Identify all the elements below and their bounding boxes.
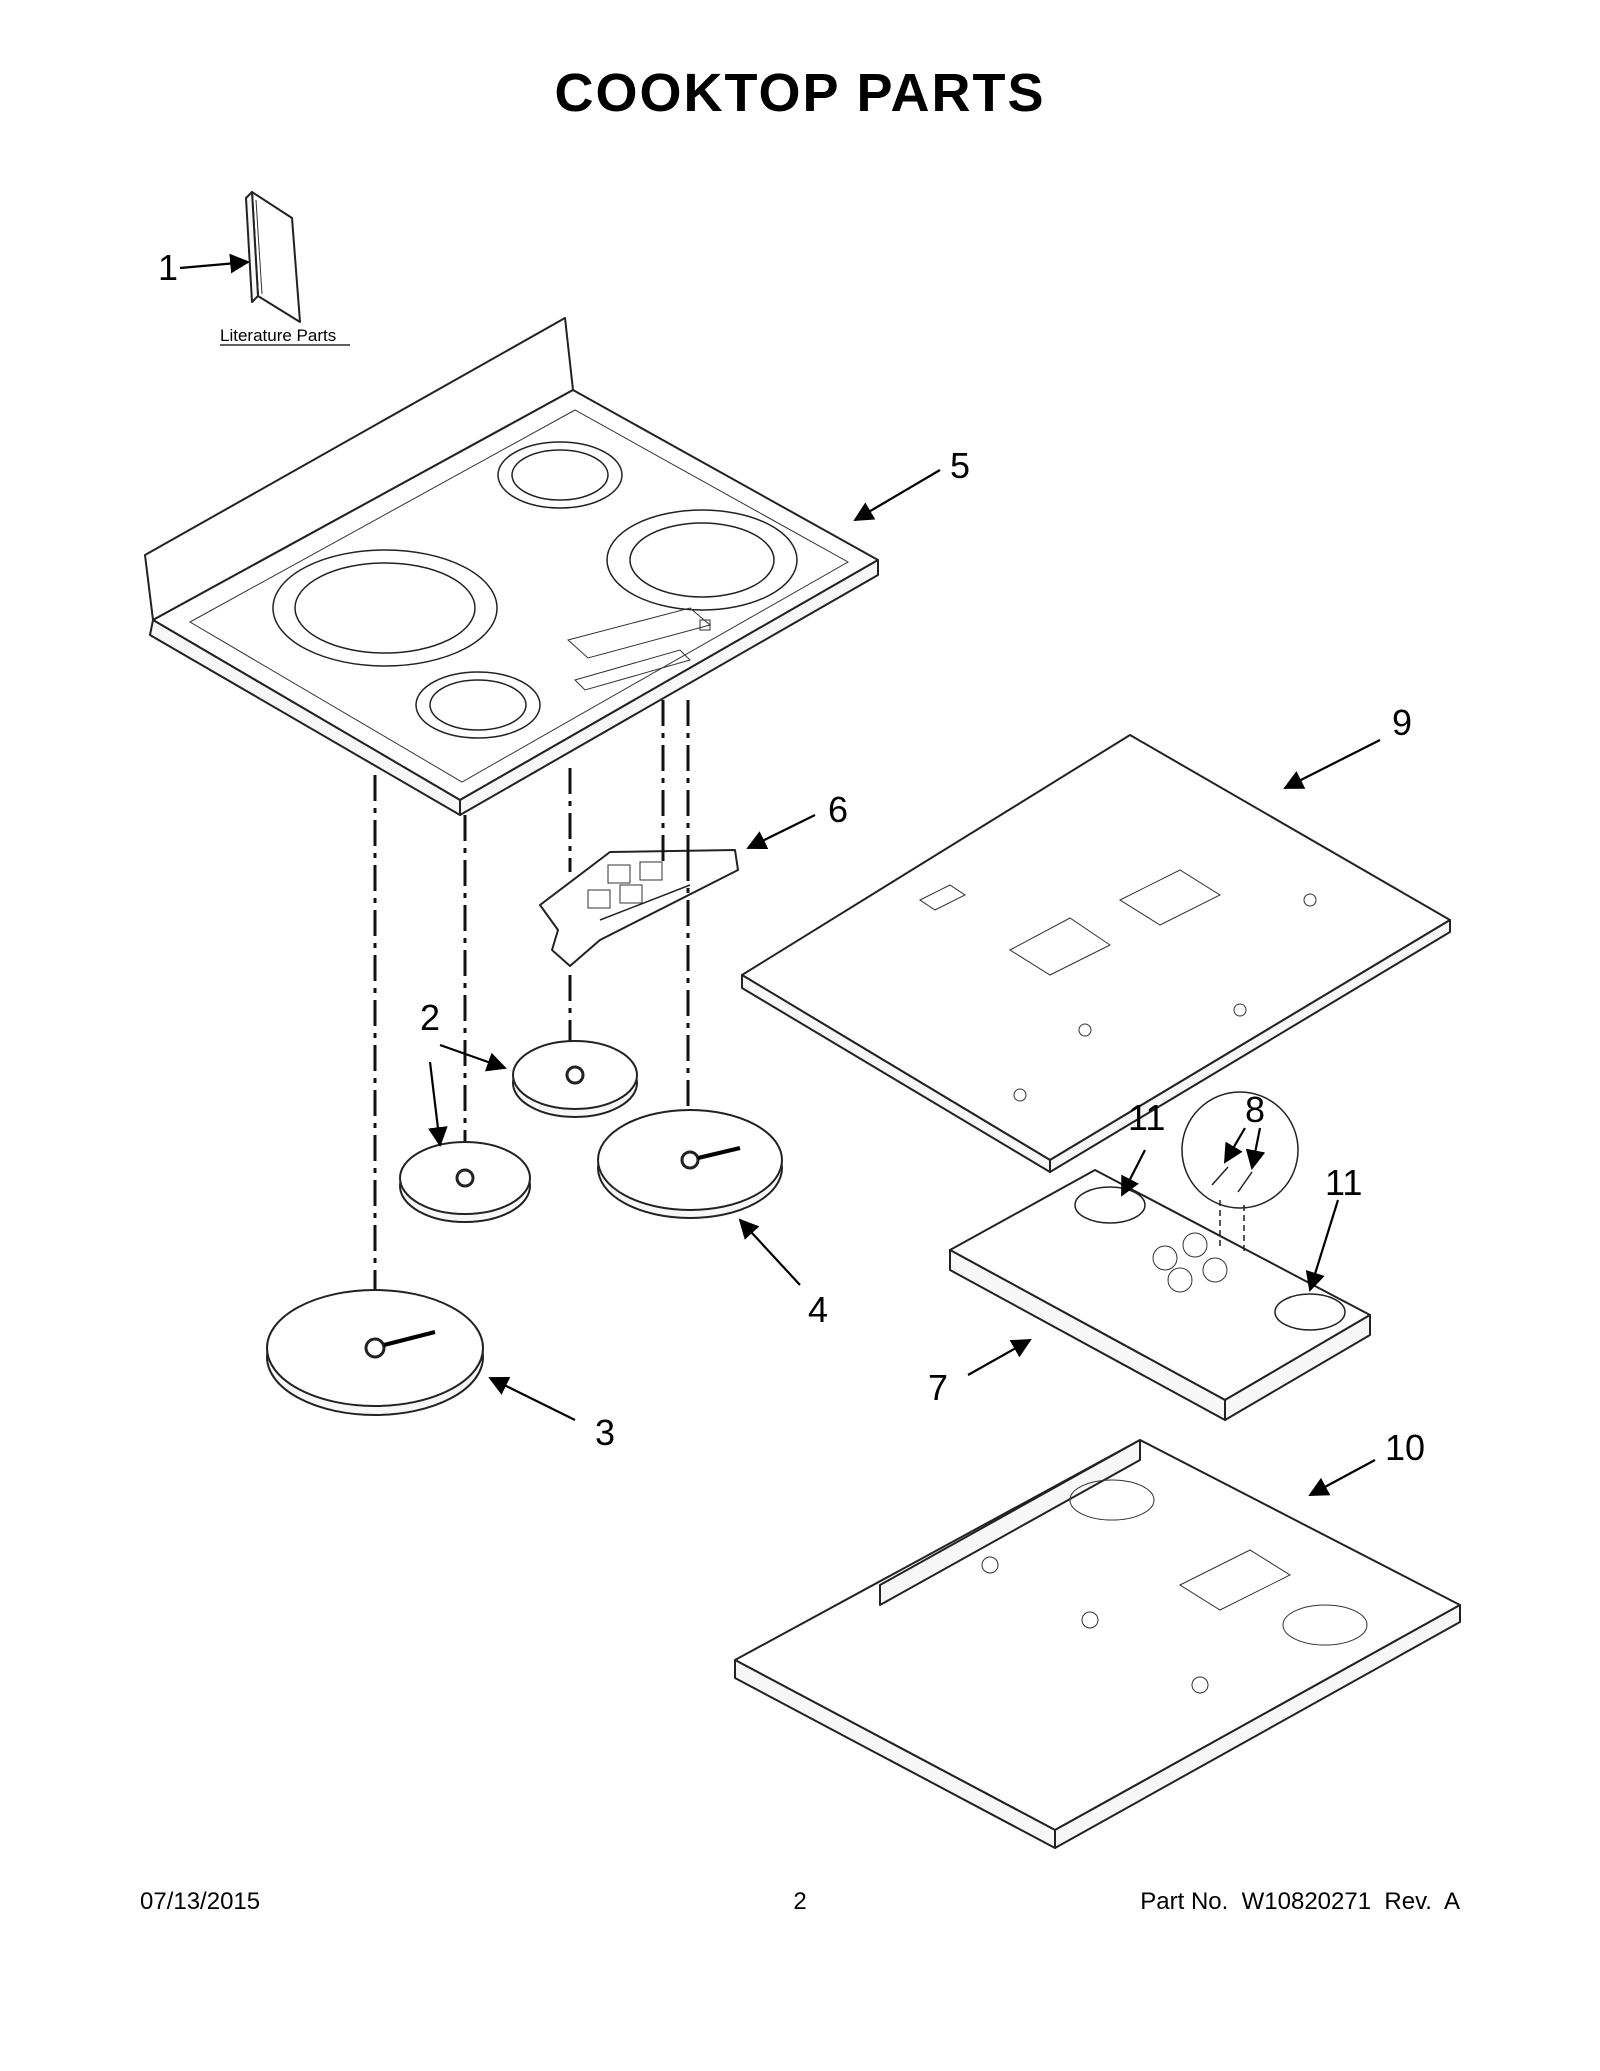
callout-2: 2	[420, 997, 440, 1038]
callout-8: 8	[1245, 1089, 1265, 1130]
callout-11-right: 11	[1325, 1162, 1362, 1203]
callout-4: 4	[808, 1289, 828, 1330]
footer-date: 07/13/2015	[140, 1888, 261, 1915]
large-radiant-element	[266, 1289, 484, 1416]
page-title: COOKTOP PARTS	[554, 63, 1046, 123]
callout-6: 6	[828, 789, 848, 830]
medium-radiant-element	[597, 1109, 783, 1219]
literature-booklet	[245, 191, 301, 323]
heat-shield-plate	[741, 734, 1451, 1173]
small-radiant-element-rear	[512, 1040, 638, 1118]
callout-1: 1	[158, 247, 178, 288]
footer-part-number: Part No. W10820271 Rev. A	[1140, 1888, 1460, 1915]
electronics-module	[949, 1169, 1371, 1421]
callout-11-left: 11	[1128, 1097, 1165, 1138]
part-8-detail	[1181, 1091, 1299, 1255]
literature-parts-label: Literature Parts	[220, 326, 336, 345]
callout-5: 5	[950, 445, 970, 486]
cooktop-main-top	[144, 317, 879, 816]
callout-9: 9	[1392, 702, 1412, 743]
callout-3: 3	[595, 1412, 615, 1453]
callout-7: 7	[928, 1367, 948, 1408]
callout-10: 10	[1385, 1427, 1425, 1468]
footer-page-number: 2	[793, 1888, 807, 1915]
small-radiant-element-front	[399, 1141, 531, 1223]
bottom-tray	[734, 1439, 1461, 1849]
